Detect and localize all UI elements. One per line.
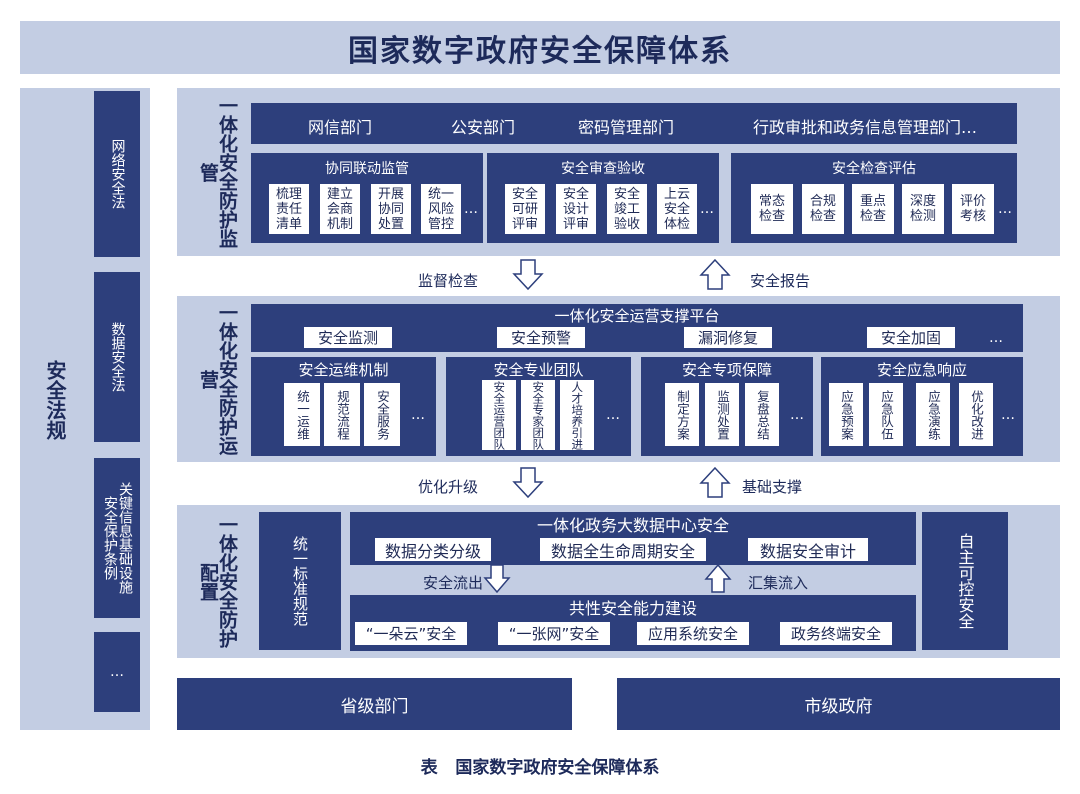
arrow-down-icon xyxy=(512,467,544,499)
item-cell: 梳理责任清单 xyxy=(269,184,309,234)
operations-title: 一体化安全防护运营 xyxy=(197,303,238,455)
more-dots: … xyxy=(411,406,425,423)
config-title: 一体化安全防护配置 xyxy=(197,515,238,648)
group-special-guarantee: 安全专项保障 制定方案 监测处置 复盘总结 … xyxy=(641,357,813,456)
platform-item: 安全预警 xyxy=(497,327,585,348)
more-dots: … xyxy=(989,330,1003,346)
group-ops-mechanism: 安全运维机制 统一运维 规范流程 安全服务 … xyxy=(251,357,436,456)
item-cell: 合规检查 xyxy=(802,184,844,234)
bottom-municipal: 市级政府 xyxy=(617,678,1060,730)
item-cell: 优化改进 xyxy=(959,383,993,446)
item-cell: 应急队伍 xyxy=(869,383,903,446)
supervision-title: 一体化安全防护监管 xyxy=(197,96,238,248)
item-cell: 应急预案 xyxy=(829,383,863,446)
group-title: 安全专业团队 xyxy=(493,360,584,379)
item-cell: 安全运营团队 xyxy=(482,380,516,450)
item-cell: 建立会商机制 xyxy=(320,184,360,234)
platform-item: 漏洞修复 xyxy=(684,327,772,348)
law-cii: 关键信息基础设施安全保护条例 xyxy=(94,458,140,618)
title-bar: 国家数字政府安全保障体系 xyxy=(20,21,1060,74)
platform-bar: 一体化安全运营支撑平台 安全监测 安全预警 漏洞修复 安全加固 … xyxy=(251,304,1023,352)
item-cell: 深度检测 xyxy=(902,184,944,234)
dept-crypto: 密码管理部门 xyxy=(578,118,675,137)
group-emergency: 安全应急响应 应急预案 应急队伍 应急演练 优化改进 … xyxy=(821,357,1023,456)
item-cell: 常态检查 xyxy=(751,184,793,234)
group-inspection: 安全检查评估 常态检查 合规检查 重点检查 深度检测 评价考核 … xyxy=(731,153,1017,243)
item-cell: 安全服务 xyxy=(364,383,400,446)
item-cell: 制定方案 xyxy=(665,383,699,446)
item-cell: 人才培养引进 xyxy=(560,380,594,450)
more-dots: … xyxy=(1001,406,1015,423)
departments-bar: 网信部门 公安部门 密码管理部门 行政审批和政务信息管理部门… xyxy=(251,103,1017,144)
law-more: … xyxy=(94,632,140,712)
more-dots: … xyxy=(790,406,804,423)
item-cell: 上云安全体检 xyxy=(657,184,697,234)
group-title: 安全专项保障 xyxy=(681,360,772,379)
arrow-down-icon xyxy=(512,259,544,291)
item-cell: 安全竣工验收 xyxy=(607,184,647,234)
dept-police: 公安部门 xyxy=(451,118,516,137)
page-title: 国家数字政府安全保障体系 xyxy=(348,33,732,69)
capability-item: 政务终端安全 xyxy=(780,622,892,645)
more-dots: … xyxy=(606,407,620,423)
bigdata-title: 一体化政务大数据中心安全 xyxy=(536,516,729,535)
platform-item: 安全监测 xyxy=(304,327,392,348)
item-cell: 规范流程 xyxy=(324,383,360,446)
law-main-label: 安全法规 xyxy=(43,360,67,440)
item-cell: 安全可研评审 xyxy=(505,184,545,234)
more-dots: … xyxy=(998,201,1012,217)
arrow-down-icon xyxy=(483,564,511,594)
arrow-up-icon xyxy=(699,466,731,498)
autonomy-box: 自主可控安全 xyxy=(922,512,1008,650)
arrow-label-down: 优化升级 xyxy=(418,478,479,496)
arrow-label-down: 安全流出 xyxy=(423,574,484,592)
capability-item: “一张网”安全 xyxy=(498,622,610,645)
figure-caption: 表 国家数字政府安全保障体系 xyxy=(420,757,660,778)
item-cell: 监测处置 xyxy=(705,383,739,446)
group-title: 安全检查评估 xyxy=(832,161,916,177)
item-cell: 评价考核 xyxy=(952,184,994,234)
item-cell: 复盘总结 xyxy=(745,383,779,446)
group-expert-team: 安全专业团队 安全运营团队 安全专家团队 人才培养引进 … xyxy=(446,357,631,456)
item-cell: 应急演练 xyxy=(916,383,950,446)
arrow-label-up: 安全报告 xyxy=(750,272,811,290)
more-dots: … xyxy=(700,201,714,217)
item-cell: 统一风险管控 xyxy=(421,184,461,234)
dept-admin: 行政审批和政务信息管理部门… xyxy=(753,118,978,137)
item-cell: 安全设计评审 xyxy=(556,184,596,234)
item-cell: 统一运维 xyxy=(284,383,320,446)
capability-item: 应用系统安全 xyxy=(637,622,749,645)
bottom-provincial: 省级部门 xyxy=(177,678,572,730)
platform-title: 一体化安全运营支撑平台 xyxy=(554,306,720,325)
group-review: 安全审查验收 安全可研评审 安全设计评审 安全竣工验收 上云安全体检 … xyxy=(487,153,719,243)
item-cell: 开展协同处置 xyxy=(371,184,411,234)
capability-title: 共性安全能力建设 xyxy=(568,599,697,618)
more-dots: … xyxy=(464,201,478,217)
platform-item: 安全加固 xyxy=(867,327,955,348)
capability-bar: 共性安全能力建设 “一朵云”安全 “一张网”安全 应用系统安全 政务终端安全 xyxy=(350,595,916,651)
group-title: 协同联动监管 xyxy=(325,161,409,177)
group-title: 安全应急响应 xyxy=(876,360,967,379)
arrow-up-icon xyxy=(699,258,731,290)
arrow-up-icon xyxy=(704,563,732,593)
item-cell: 重点检查 xyxy=(852,184,894,234)
standards-box: 统一标准规范 xyxy=(259,512,341,650)
bigdata-item: 数据分类分级 xyxy=(375,538,491,561)
bigdata-bar: 一体化政务大数据中心安全 数据分类分级 数据全生命周期安全 数据安全审计 xyxy=(350,512,916,565)
bigdata-item: 数据安全审计 xyxy=(748,538,868,561)
group-title: 安全运维机制 xyxy=(298,360,389,379)
law-datasecurity: 数据安全法 xyxy=(94,272,140,442)
arrow-label-up: 基础支撑 xyxy=(742,478,803,496)
arrow-label-down: 监督检查 xyxy=(418,272,479,290)
group-coordination: 协同联动监管 梳理责任清单 建立会商机制 开展协同处置 统一风险管控 … xyxy=(251,153,483,243)
capability-item: “一朵云”安全 xyxy=(355,622,467,645)
bigdata-item: 数据全生命周期安全 xyxy=(540,538,706,561)
item-cell: 安全专家团队 xyxy=(521,380,555,450)
law-cybersecurity: 网络安全法 xyxy=(94,91,140,257)
dept-cac: 网信部门 xyxy=(308,118,373,137)
group-title: 安全审查验收 xyxy=(561,161,645,177)
arrow-label-up: 汇集流入 xyxy=(748,574,809,592)
